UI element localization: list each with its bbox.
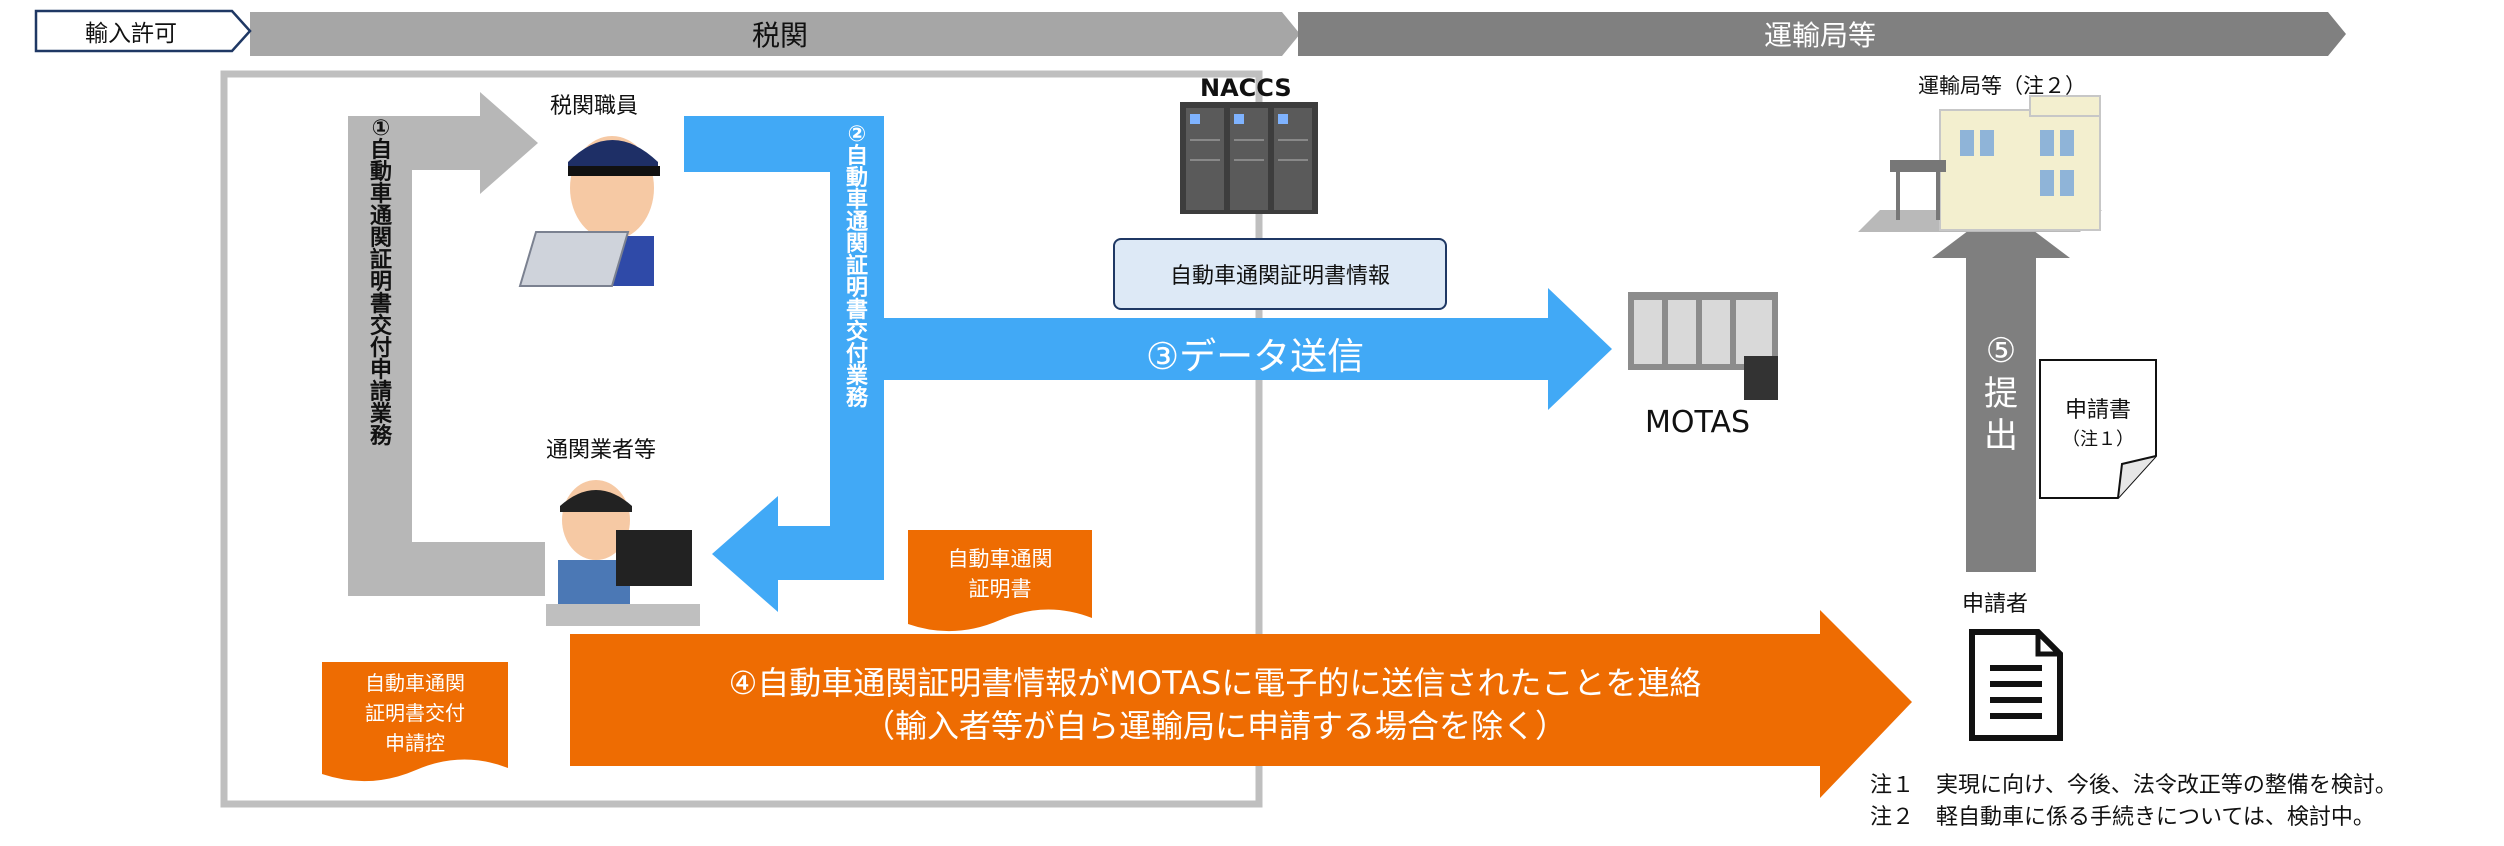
transport-header-label: 運輸局等: [1763, 19, 1876, 52]
step3-arrow: [884, 288, 1612, 410]
certificate-text-line2: 証明書: [968, 577, 1032, 602]
naccs-server-icon: [1180, 102, 1318, 214]
step4-label: ④自動車通関証明書情報がMOTASに電子的に送信されたことを連絡 （輸入者等が自…: [620, 662, 1810, 748]
certificate-document-text: 自動車通関 証明書: [908, 544, 1092, 605]
vertical-char: 明: [845, 276, 868, 301]
customs-header-bar: [250, 12, 1300, 56]
vertical-char: 通: [845, 210, 868, 235]
step4-arrow: [570, 610, 1912, 798]
transport-bureau-label: 運輸局等（注２）: [1918, 74, 2086, 98]
vertical-char: ①: [371, 116, 391, 141]
vertical-char: 車: [369, 182, 392, 207]
vertical-char: 車: [845, 188, 868, 213]
vertical-char: 出: [1984, 416, 2018, 456]
vertical-char: 務: [369, 424, 392, 449]
vertical-char: 関: [369, 226, 392, 251]
step3-label: ③データ送信: [1146, 335, 1365, 378]
vertical-char: 申: [369, 358, 392, 383]
naccs-label: NACCS: [1200, 74, 1292, 102]
vertical-char: ⑤: [1985, 331, 2017, 371]
vertical-char: 提: [1984, 373, 2018, 414]
step1-arrow: [348, 92, 545, 596]
vertical-char: 交: [845, 320, 868, 345]
note-1: 注１ 実現に向け、今後、法令改正等の整備を検討。: [1870, 773, 2397, 798]
vertical-char: 書: [369, 292, 392, 317]
application-form-fold: [2117, 455, 2157, 499]
vertical-char: 書: [845, 298, 868, 323]
step4-line1: ④自動車通関証明書情報がMOTASに電子的に送信されたことを連絡: [728, 664, 1702, 702]
step4-line2: （輸入者等が自ら運輸局に申請する場合を除く）: [862, 707, 1567, 746]
vertical-char: 付: [845, 342, 868, 367]
customs-officer-icon: [518, 136, 660, 287]
certificate-document-shape: [908, 530, 1092, 632]
vertical-char: 関: [845, 232, 868, 257]
vertical-char: 自: [369, 138, 392, 163]
motas-label: MOTAS: [1645, 405, 1751, 440]
broker-worker-icon: [546, 480, 700, 626]
copy-text-line3: 申請控: [385, 731, 445, 755]
transport-building-icon: [1858, 95, 2102, 232]
vertical-char: 自: [845, 144, 868, 169]
application-form-text: 申請書 （注１）: [2040, 396, 2156, 452]
certificate-info-box: 自動車通関証明書情報: [1113, 238, 1447, 310]
customs-zone-frame: [220, 70, 1263, 808]
transport-header-bar: [1298, 12, 2346, 56]
application-copy-text: 自動車通関 証明書交付 申請控: [322, 668, 508, 758]
vertical-char: 付: [369, 336, 392, 361]
vertical-char: 請: [369, 380, 392, 405]
step5-arrow: [1932, 206, 2070, 572]
customs-officer-label: 税関職員: [550, 94, 639, 119]
copy-text-line2: 証明書交付: [365, 701, 465, 725]
note-2: 注２ 軽自動車に係る手続きについては、検討中。: [1870, 804, 2375, 830]
step2-arrow: [684, 116, 884, 612]
vertical-char: ②: [847, 122, 867, 147]
vertical-char: 動: [369, 160, 392, 185]
copy-text-line1: 自動車通関: [365, 671, 465, 695]
import-permit-box: [34, 9, 252, 53]
vertical-char: 明: [369, 270, 392, 295]
application-form-line2: （注１）: [2062, 428, 2134, 450]
broker-label: 通関業者等: [546, 438, 657, 463]
application-form-line1: 申請書: [2064, 398, 2131, 423]
customs-header-label: 税関: [751, 19, 808, 52]
notes: 注１ 実現に向け、今後、法令改正等の整備を検討。 注２ 軽自動車に係る手続きにつ…: [1870, 770, 2397, 834]
vertical-char: 業: [369, 402, 392, 427]
vertical-char: 証: [845, 254, 868, 279]
motas-server-icon: [1628, 292, 1778, 400]
vertical-char: 務: [845, 386, 868, 411]
vertical-char: 証: [369, 248, 392, 273]
vertical-char: 業: [845, 364, 868, 389]
applicant-label: 申請者: [1962, 592, 2029, 617]
import-permit-label: 輸入許可: [85, 21, 177, 47]
vertical-char: 通: [369, 204, 392, 229]
vertical-char: 交: [369, 314, 392, 339]
application-copy-document-shape: [322, 662, 508, 782]
certificate-info-text: 自動車通関証明書情報: [1169, 264, 1390, 289]
applicant-document-icon: [1969, 629, 2063, 741]
certificate-text-line1: 自動車通関: [947, 547, 1053, 571]
vertical-char: 動: [845, 166, 868, 191]
